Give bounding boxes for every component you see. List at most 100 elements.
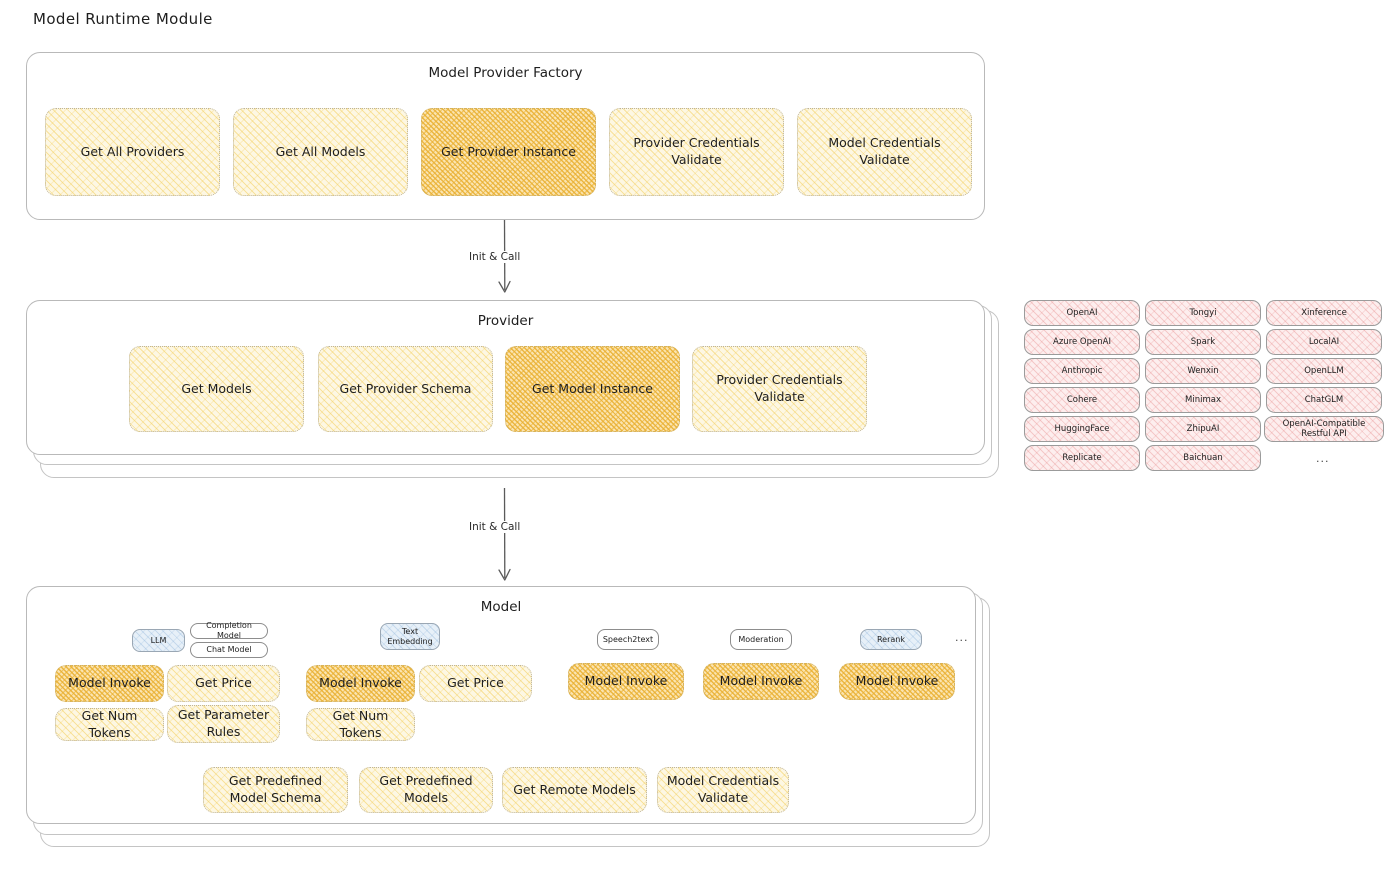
method-label: Get Predefined Models <box>379 773 473 805</box>
provider-chip-label: Cohere <box>1066 395 1098 405</box>
model-shared-method-get-predefined-model-schema[interactable]: Get Predefined Model Schema <box>203 767 348 813</box>
method-label: Get Remote Models <box>513 781 636 797</box>
provider-chip-spark[interactable]: Spark <box>1145 329 1261 355</box>
model-type-chip-llm[interactable]: LLM <box>132 629 185 652</box>
method-label: Get Predefined Model Schema <box>228 773 323 805</box>
provider-chip-openai-compatible-restful-api[interactable]: OpenAI-Compatible Restful API <box>1264 416 1384 442</box>
llm-method-get-parameter-rules[interactable]: Get Parameter Rules <box>167 705 280 743</box>
model-shared-method-model-credentials-validate[interactable]: Model Credentials Validate <box>657 767 789 813</box>
provider-chip-chatglm[interactable]: ChatGLM <box>1266 387 1382 413</box>
provider-chip-tongyi[interactable]: Tongyi <box>1145 300 1261 326</box>
llm-method-get-num-tokens[interactable]: Get Num Tokens <box>55 708 164 741</box>
model-type-chip-moderation[interactable]: Moderation <box>730 629 792 650</box>
model-type-label: Speech2text <box>602 634 654 644</box>
provider-chip-replicate[interactable]: Replicate <box>1024 445 1140 471</box>
method-label: Get Parameter Rules <box>177 707 270 739</box>
factory-node-get-all-providers[interactable]: Get All Providers <box>45 108 220 196</box>
model-subtype-chip-chat-model[interactable]: Chat Model <box>190 642 268 658</box>
provider-chip-cohere[interactable]: Cohere <box>1024 387 1140 413</box>
provider-node-label: Get Provider Schema <box>339 380 472 396</box>
provider-chip-label: Spark <box>1190 337 1216 347</box>
model-shared-method-get-predefined-models[interactable]: Get Predefined Models <box>359 767 493 813</box>
model-type-chip-rerank[interactable]: Rerank <box>860 629 922 650</box>
arrow-icon <box>498 487 511 581</box>
factory-node-label: Get All Models <box>275 143 366 159</box>
arrow-provider-to-model: Init & Call <box>460 487 560 588</box>
factory-node-provider-credentials-validate[interactable]: Provider Credentials Validate <box>609 108 784 196</box>
provider-chip-huggingface[interactable]: HuggingFace <box>1024 416 1140 442</box>
provider-chip-openai[interactable]: OpenAI <box>1024 300 1140 326</box>
factory-node-get-provider-instance[interactable]: Get Provider Instance <box>421 108 596 196</box>
method-label: Model Invoke <box>319 675 402 691</box>
provider-chip-azure-openai[interactable]: Azure OpenAI <box>1024 329 1140 355</box>
model-type-chip-text-embedding[interactable]: Text Embedding <box>380 623 440 650</box>
model-subtype-label: Completion Model <box>206 621 252 640</box>
speech2text-method-model-invoke[interactable]: Model Invoke <box>568 663 684 700</box>
factory-node-label: Provider Credentials Validate <box>633 135 760 167</box>
provider-chip-wenxin[interactable]: Wenxin <box>1145 358 1261 384</box>
provider-chip-label: ZhipuAI <box>1186 424 1220 434</box>
provider-node-get-provider-schema[interactable]: Get Provider Schema <box>318 346 493 432</box>
provider-chip-label: Minimax <box>1185 395 1221 405</box>
provider-chip-label: Replicate <box>1062 453 1102 463</box>
page-title: Model Runtime Module <box>33 10 213 28</box>
provider-node-get-models[interactable]: Get Models <box>129 346 304 432</box>
provider-node-label: Provider Credentials Validate <box>716 372 843 404</box>
provider-list-ellipsis: ... <box>1316 452 1330 465</box>
text-embedding-method-model-invoke[interactable]: Model Invoke <box>306 665 415 702</box>
model-type-label: LLM <box>150 635 167 645</box>
method-label: Model Invoke <box>855 673 939 689</box>
method-label: Get Num Tokens <box>332 707 389 740</box>
model-shared-method-get-remote-models[interactable]: Get Remote Models <box>502 767 647 813</box>
provider-chip-label: OpenAI <box>1066 308 1098 318</box>
provider-node-provider-credentials-validate[interactable]: Provider Credentials Validate <box>692 346 867 432</box>
provider-chip-baichuan[interactable]: Baichuan <box>1145 445 1261 471</box>
model-provider-factory-panel: Model Provider Factory Get All Providers… <box>26 52 985 220</box>
model-type-label: Rerank <box>876 634 905 644</box>
method-label: Model Invoke <box>584 673 668 689</box>
provider-chip-localai[interactable]: LocalAI <box>1266 329 1382 355</box>
provider-chip-label: Tongyi <box>1189 308 1217 318</box>
provider-chip-xinference[interactable]: Xinference <box>1266 300 1382 326</box>
provider-chip-label: ChatGLM <box>1304 395 1344 405</box>
method-label: Get Price <box>195 675 252 691</box>
provider-chip-label: Azure OpenAI <box>1053 337 1111 347</box>
llm-method-get-price[interactable]: Get Price <box>167 665 280 702</box>
provider-chip-label: Wenxin <box>1187 366 1219 376</box>
model-type-label: Text Embedding <box>387 626 433 646</box>
model-panel: Model LLM Completion Model Chat Model Mo… <box>26 586 976 824</box>
factory-node-get-all-models[interactable]: Get All Models <box>233 108 408 196</box>
text-embedding-method-get-price[interactable]: Get Price <box>419 665 532 702</box>
provider-chip-openllm[interactable]: OpenLLM <box>1266 358 1382 384</box>
model-type-chip-speech2text[interactable]: Speech2text <box>597 629 659 650</box>
provider-chip-minimax[interactable]: Minimax <box>1145 387 1261 413</box>
provider-chip-label: HuggingFace <box>1054 424 1110 434</box>
provider-node-label: Get Models <box>181 380 252 396</box>
model-subtype-label: Chat Model <box>206 645 252 655</box>
llm-method-model-invoke[interactable]: Model Invoke <box>55 665 164 702</box>
moderation-method-model-invoke[interactable]: Model Invoke <box>703 663 819 700</box>
arrow-label: Init & Call <box>466 251 524 263</box>
factory-node-label: Get Provider Instance <box>441 143 576 159</box>
factory-panel-title: Model Provider Factory <box>428 65 583 81</box>
provider-node-get-model-instance[interactable]: Get Model Instance <box>505 346 680 432</box>
provider-chip-anthropic[interactable]: Anthropic <box>1024 358 1140 384</box>
factory-node-model-credentials-validate[interactable]: Model Credentials Validate <box>797 108 972 196</box>
method-label: Get Price <box>447 675 504 691</box>
model-types-ellipsis: ... <box>955 631 969 644</box>
rerank-method-model-invoke[interactable]: Model Invoke <box>839 663 955 700</box>
provider-panel-title: Provider <box>477 313 534 329</box>
provider-chip-zhipuai[interactable]: ZhipuAI <box>1145 416 1261 442</box>
provider-chip-label: OpenLLM <box>1304 366 1344 376</box>
method-label: Model Credentials Validate <box>666 773 780 805</box>
text-embedding-method-get-num-tokens[interactable]: Get Num Tokens <box>306 708 415 741</box>
method-label: Get Num Tokens <box>81 707 138 740</box>
method-label: Model Invoke <box>719 673 803 689</box>
model-subtype-chip-completion-model[interactable]: Completion Model <box>190 621 268 640</box>
provider-chip-label: OpenAI-Compatible Restful API <box>1282 419 1366 439</box>
provider-chip-label: LocalAI <box>1308 337 1340 347</box>
method-label: Model Invoke <box>68 675 151 691</box>
provider-node-label: Get Model Instance <box>532 380 653 396</box>
provider-chip-label: Baichuan <box>1183 453 1223 463</box>
model-panel-title: Model <box>480 599 522 615</box>
